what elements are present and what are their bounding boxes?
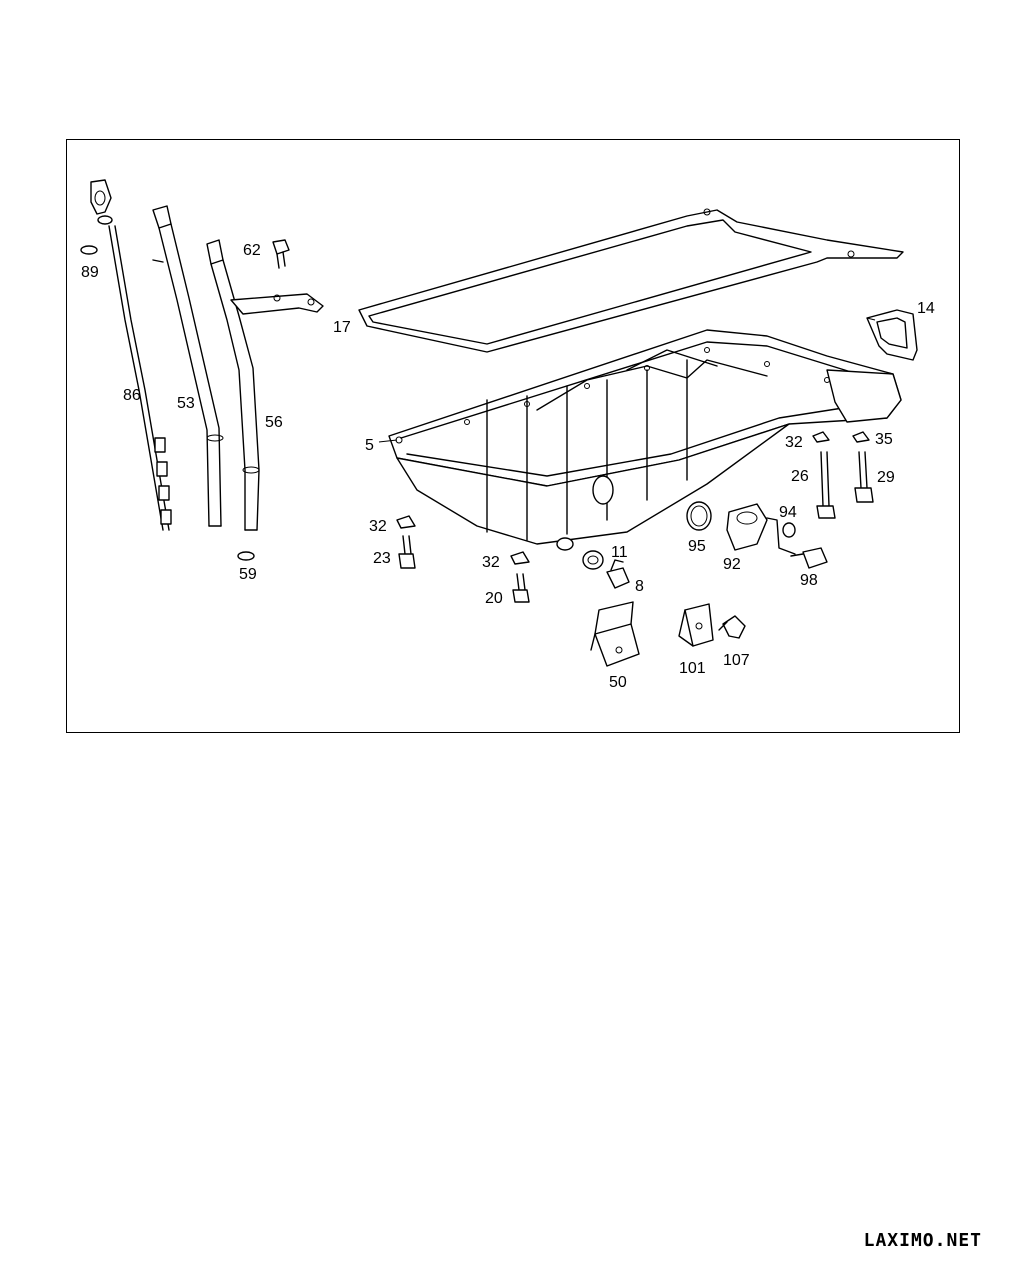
bolt-62 — [272, 239, 290, 269]
guide-tube-56 — [206, 239, 324, 531]
callout-32-mid: 32 — [482, 554, 500, 571]
bolt-20 — [512, 573, 530, 603]
washer-89 — [80, 245, 98, 255]
gasket-17 — [358, 208, 904, 353]
callout-17: 17 — [333, 319, 351, 336]
callout-20: 20 — [485, 590, 503, 607]
callout-92: 92 — [723, 556, 741, 573]
callout-53: 53 — [177, 395, 195, 412]
plate-35 — [852, 431, 870, 443]
oil-pan-5 — [388, 329, 902, 551]
callout-11: 11 — [611, 544, 628, 561]
watermark-logo-text: LAXIMO.NET — [863, 1230, 982, 1251]
callout-98: 98 — [800, 572, 818, 589]
drain-plug-8 — [606, 559, 630, 589]
callout-32-upper: 32 — [785, 434, 803, 451]
callout-95: 95 — [688, 538, 706, 555]
sensor-92 — [726, 503, 796, 555]
callout-35: 35 — [875, 431, 893, 448]
callout-101: 101 — [679, 660, 706, 677]
callout-86: 86 — [123, 387, 141, 404]
callout-23: 23 — [373, 550, 391, 567]
callout-29: 29 — [877, 469, 895, 486]
callout-107: 107 — [723, 652, 750, 669]
plate-32a — [812, 431, 830, 443]
screw-98 — [790, 547, 828, 569]
callout-5: 5 — [365, 437, 374, 454]
callout-89: 89 — [81, 264, 99, 281]
callout-62: 62 — [243, 242, 261, 259]
guide-tube-53 — [152, 205, 224, 527]
bracket-101 — [678, 603, 714, 647]
plate-32c — [510, 551, 530, 565]
dipstick-86 — [90, 179, 172, 531]
plate-32b — [396, 515, 416, 529]
seal-14 — [866, 309, 918, 361]
washer-59 — [237, 551, 255, 561]
bolt-23 — [398, 535, 416, 569]
callout-26: 26 — [791, 468, 809, 485]
callout-59: 59 — [239, 566, 257, 583]
bolt-29 — [854, 451, 874, 503]
bracket-50 — [590, 601, 640, 667]
callout-14: 14 — [917, 300, 935, 317]
clip-107 — [718, 615, 746, 639]
parts-diagram-frame: 89 86 53 62 56 59 17 14 5 32 35 26 29 94… — [66, 139, 960, 733]
leader-lines — [378, 317, 876, 443]
washer-94 — [782, 522, 796, 538]
callout-labels: 89 86 53 62 56 59 17 14 5 32 35 26 29 94… — [81, 242, 935, 691]
oil-pan-exploded-diagram: 89 86 53 62 56 59 17 14 5 32 35 26 29 94… — [80, 179, 935, 691]
callout-8: 8 — [635, 578, 644, 595]
callout-94: 94 — [779, 504, 797, 521]
callout-32-left: 32 — [369, 518, 387, 535]
callout-50: 50 — [609, 674, 627, 691]
seal-ring-11 — [582, 550, 604, 570]
bolt-26 — [816, 451, 836, 519]
callout-56: 56 — [265, 414, 283, 431]
